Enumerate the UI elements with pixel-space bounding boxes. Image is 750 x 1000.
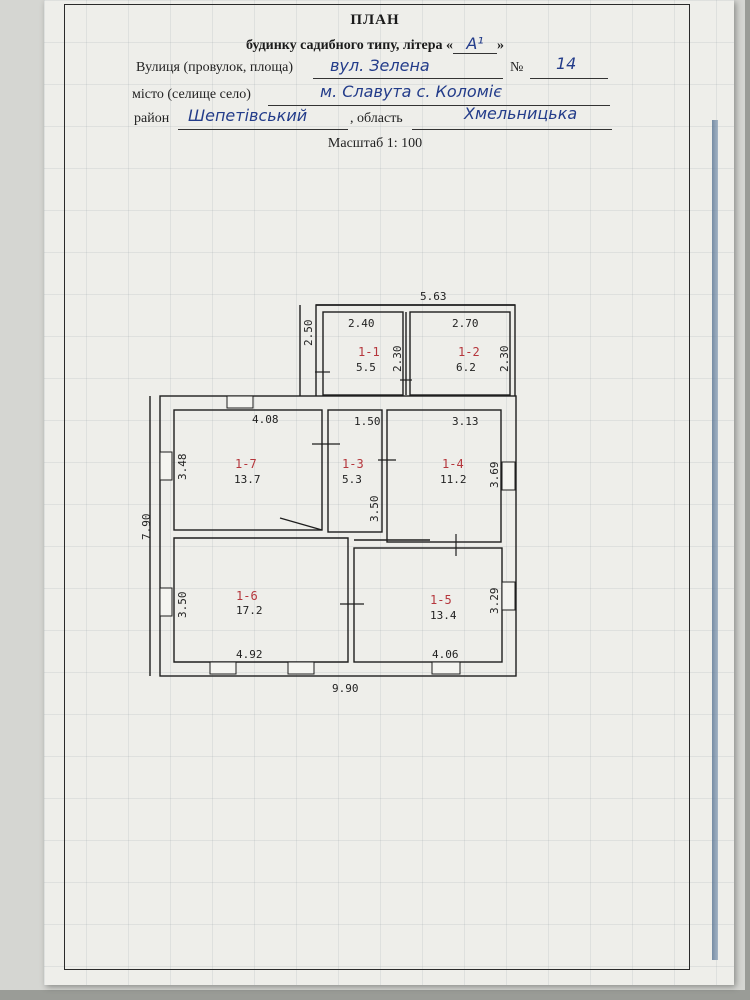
room-1-7-inner bbox=[173, 409, 323, 531]
district-label: район bbox=[134, 111, 170, 126]
room-1-2-dim-side: 2.30 bbox=[498, 346, 511, 373]
room-1-4-id: 1-4 bbox=[442, 457, 464, 471]
room-1-3-id: 1-3 bbox=[342, 457, 364, 471]
page-title: ПЛАН bbox=[350, 12, 400, 28]
room-1-2-inner bbox=[409, 311, 511, 396]
number-label: № bbox=[510, 60, 524, 75]
room-1-1-id: 1-1 bbox=[358, 345, 380, 359]
room-1-2-dim-top: 2.70 bbox=[452, 317, 479, 330]
document-sheet bbox=[44, 0, 734, 985]
door-mark bbox=[279, 517, 323, 531]
room-1-1-area: 5.5 bbox=[356, 361, 376, 374]
region-label: , область bbox=[350, 111, 403, 126]
room-1-3-area: 5.3 bbox=[342, 473, 362, 486]
window bbox=[209, 661, 237, 675]
street-label: Вулиця (провулок, площа) bbox=[136, 60, 294, 75]
dim-porch-height: 2.50 bbox=[302, 320, 315, 347]
room-1-4-area: 11.2 bbox=[440, 473, 467, 486]
window bbox=[287, 661, 315, 675]
room-1-5-area: 13.4 bbox=[430, 609, 457, 622]
window bbox=[431, 661, 461, 675]
room-1-5-dim-bottom: 4.06 bbox=[432, 648, 459, 661]
street-underline bbox=[313, 78, 503, 79]
window bbox=[159, 451, 173, 481]
page-subtitle: будинку садибного типу, літера «А¹» bbox=[0, 34, 750, 54]
room-1-7-id: 1-7 bbox=[235, 457, 257, 471]
room-1-7-dim-side: 3.48 bbox=[176, 454, 189, 481]
room-1-6-id: 1-6 bbox=[236, 589, 258, 603]
region-underline bbox=[412, 129, 612, 130]
window bbox=[501, 581, 516, 611]
room-1-5-id: 1-5 bbox=[430, 593, 452, 607]
binder-edge bbox=[712, 120, 718, 960]
room-1-2-id: 1-2 bbox=[458, 345, 480, 359]
room-1-7-dim-top: 4.08 bbox=[252, 413, 279, 426]
dim-bottom-width: 9.90 bbox=[332, 682, 359, 695]
room-1-5-dim-side: 3.29 bbox=[488, 588, 501, 615]
room-1-4-dim-top: 3.13 bbox=[452, 415, 479, 428]
city-underline bbox=[268, 105, 610, 106]
street-value: вул. Зелена bbox=[330, 56, 430, 75]
window bbox=[501, 461, 516, 491]
room-1-4-inner bbox=[386, 409, 502, 543]
main-outline bbox=[159, 395, 517, 677]
room-1-6-dim-side: 3.50 bbox=[176, 592, 189, 619]
scale-label: Масштаб 1: 100 bbox=[327, 136, 423, 151]
city-label: місто (селище село) bbox=[132, 87, 251, 102]
room-1-2-area: 6.2 bbox=[456, 361, 476, 374]
room-1-6-inner bbox=[173, 537, 349, 663]
subtitle-end: » bbox=[497, 38, 504, 53]
dim-left-height: 7.90 bbox=[140, 514, 153, 541]
number-underline bbox=[530, 78, 608, 79]
porch-outline bbox=[315, 304, 516, 396]
room-1-6-area: 17.2 bbox=[236, 604, 263, 617]
room-1-1-dim-side: 2.30 bbox=[391, 346, 404, 373]
city-value: м. Славута с. Коломіє bbox=[320, 82, 502, 101]
room-1-3-dim-side: 3.50 bbox=[368, 496, 381, 523]
window bbox=[226, 395, 254, 409]
region-value: Хмельницька bbox=[464, 104, 578, 123]
window bbox=[159, 587, 173, 617]
room-1-1-dim-top: 2.40 bbox=[348, 317, 375, 330]
room-1-3-inner bbox=[327, 409, 383, 533]
dim-top-width: 5.63 bbox=[420, 290, 447, 303]
subtitle-text: будинку садибного типу, літера « bbox=[245, 38, 453, 53]
room-1-3-dim-top: 1.50 bbox=[354, 415, 381, 428]
room-1-1-inner bbox=[322, 311, 404, 396]
room-1-7-area: 13.7 bbox=[234, 473, 261, 486]
subtitle-letter: А¹ bbox=[453, 34, 497, 54]
district-underline bbox=[178, 129, 348, 130]
number-value: 14 bbox=[556, 54, 577, 73]
room-1-5-inner bbox=[353, 547, 503, 663]
district-value: Шепетівський bbox=[188, 106, 308, 125]
room-1-4-dim-side: 3.69 bbox=[488, 462, 501, 489]
room-1-6-dim-bottom: 4.92 bbox=[236, 648, 263, 661]
page-frame bbox=[64, 4, 690, 970]
